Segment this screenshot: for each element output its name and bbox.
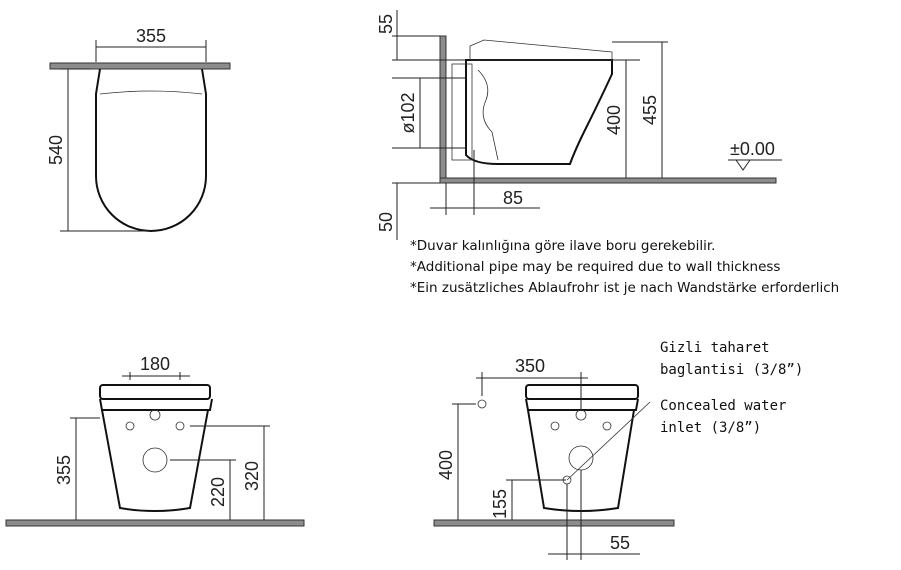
- side-400-label: 400: [604, 105, 624, 135]
- seat-lid: [469, 39, 613, 61]
- note-de: *Ein zusätzliches Ablaufrohr ist je nach…: [410, 280, 839, 296]
- side-455-label: 455: [640, 95, 660, 125]
- note-tr: *Duvar kalınlığına göre ilave boru gerek…: [410, 238, 715, 254]
- level-triangle: [735, 159, 751, 171]
- label-tr-line2: baglantisi (3/8”): [660, 362, 803, 378]
- bowl-top-outline: [95, 68, 207, 232]
- rear-155-label: 155: [490, 489, 510, 519]
- side-bottom-gap-label: 50: [376, 212, 396, 232]
- label-tr-line1: Gizli taharet: [660, 340, 770, 356]
- rear-400-label: 400: [436, 450, 456, 480]
- pipe-diameter-label: ø102: [398, 92, 418, 133]
- seat-line: [99, 90, 203, 95]
- label-en-line1: Concealed water: [660, 398, 786, 414]
- front-220-label: 220: [208, 477, 228, 507]
- wall-strip: [49, 62, 231, 70]
- notes: *Duvar kalınlığına göre ilave boru gerek…: [410, 238, 839, 296]
- rear-floor: [433, 519, 675, 527]
- level-label: ±0.00: [730, 139, 775, 159]
- side-85-label: 85: [503, 188, 523, 208]
- top-view: 355 540: [46, 26, 231, 232]
- rear-seat: [525, 384, 639, 400]
- front-320-label: 320: [242, 461, 262, 491]
- side-view: 55 ø102 400 455 ±0.00 50 85: [376, 10, 782, 240]
- label-en-line2: inlet (3/8”): [660, 420, 761, 436]
- trap-curve: [477, 69, 499, 161]
- floor-strip: [439, 177, 777, 184]
- front-bowl-outline: [101, 409, 209, 512]
- rear-350-label: 350: [515, 356, 545, 376]
- rear-55-label: 55: [610, 533, 630, 553]
- front-fixing-center: [149, 409, 161, 421]
- front-seat: [99, 384, 211, 400]
- note-en: *Additional pipe may be required due to …: [410, 259, 780, 275]
- front-outlet-circle: [142, 447, 168, 473]
- leader-line: [566, 401, 651, 481]
- side-top-gap-label: 55: [376, 14, 396, 34]
- front-floor: [5, 519, 305, 527]
- water-inlet-point: [477, 399, 487, 409]
- front-fixing-right: [175, 421, 185, 431]
- rear-view: 350 400 155 55 Gizli taharet baglantisi …: [433, 340, 803, 560]
- front-180-label: 180: [140, 354, 170, 374]
- wall: [439, 35, 447, 183]
- top-depth-label: 540: [46, 135, 66, 165]
- top-width-label: 355: [136, 26, 166, 46]
- front-fixing-left: [125, 421, 135, 431]
- carrier-frame: [451, 63, 473, 161]
- front-355-label: 355: [54, 455, 74, 485]
- front-view: 180 355 220 320: [5, 354, 305, 527]
- bowl-side-outline: [465, 59, 613, 165]
